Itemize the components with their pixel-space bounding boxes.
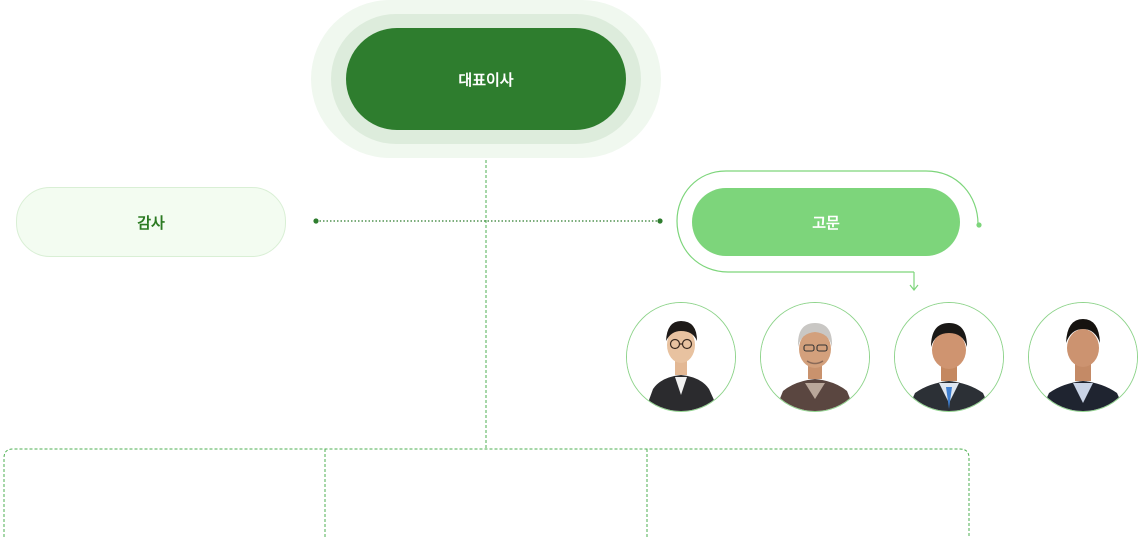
advisor-label: 고문 [812, 213, 840, 232]
audit-node: 감사 [16, 187, 286, 257]
advisor-photo-3 [894, 302, 1004, 412]
ceo-label: 대표이사 [458, 70, 514, 89]
advisor-node: 고문 [692, 188, 960, 256]
advisor-bracket-dot [976, 222, 982, 228]
advisor-photo-1 [626, 302, 736, 412]
advisor-connector-dot [657, 218, 663, 224]
advisor-arrow-head [909, 284, 919, 291]
ceo-node: 대표이사 [346, 28, 626, 130]
advisor-photo-4 [1028, 302, 1138, 412]
audit-connector-dot [313, 218, 319, 224]
audit-label: 감사 [137, 213, 165, 232]
advisor-bracket [676, 170, 979, 273]
branch-frame [3, 448, 970, 537]
advisor-photo-2 [760, 302, 870, 412]
